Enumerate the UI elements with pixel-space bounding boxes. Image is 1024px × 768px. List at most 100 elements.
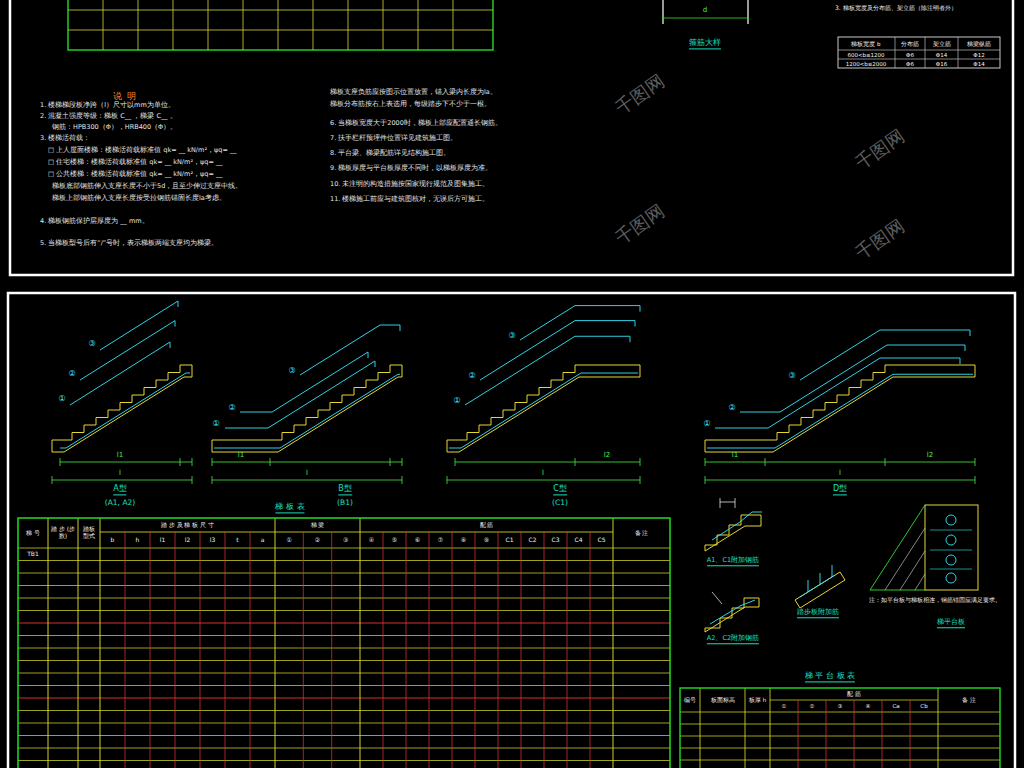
dimension-label: d — [703, 6, 707, 14]
table-cell: 板厚 h — [749, 697, 766, 703]
callout-number: ① — [703, 419, 710, 428]
table-cell: 踏 步 (步 数) — [50, 526, 76, 539]
table-cell: C2 — [528, 537, 536, 544]
table-cell: C4 — [574, 537, 582, 544]
table-cell: ① — [286, 537, 291, 544]
table-cell: a — [261, 537, 265, 544]
table-cell: 踏 步 及 梯 板 尺 寸 — [161, 522, 214, 529]
table-cell: ② — [315, 537, 320, 544]
table-cell: ⑥ — [415, 537, 420, 544]
callout-number: ② — [728, 403, 735, 412]
figure-label: 踏步板附加筋 — [797, 609, 839, 618]
type-subtitle: (B1) — [337, 499, 353, 508]
table-cell: Φ14 — [936, 51, 947, 57]
table-cell: 备 注 — [635, 530, 649, 537]
table-cell: ⑤ — [392, 537, 397, 544]
note-text: 9. 梯板厚度与平台板厚度不同时，以梯板厚度为准。 — [330, 165, 492, 172]
top-table-grid — [68, 0, 493, 50]
title-label: C型 — [553, 484, 567, 495]
callout-number: ③ — [788, 371, 795, 380]
table-cell: ⑦ — [438, 537, 443, 544]
table-cell: 配 筋 — [480, 522, 494, 529]
table-cell: 梯 号 — [26, 530, 40, 537]
note-text: 8. 平台梁、梯梁配筋详见结构施工图。 — [330, 150, 450, 157]
callout-number: ② — [68, 369, 75, 378]
table-cell: ④ — [866, 703, 871, 709]
table-cell: 1200<b≤2000 — [846, 60, 887, 66]
note-text: 1. 楼梯梯段板净跨（l）尺寸以mm为单位。 — [40, 102, 175, 109]
title-label: 梯 平 台 板 表 — [805, 671, 855, 682]
table-cell: Φ6 — [906, 60, 914, 66]
detail-figure-1 — [705, 498, 762, 551]
table-cell: ③ — [343, 537, 348, 544]
table-cell: ⑨ — [484, 537, 489, 544]
type-subtitle: (C1) — [552, 499, 568, 508]
table-cell: Φ14 — [973, 60, 984, 66]
table-cell: Φ6 — [906, 51, 914, 57]
dimension-label: l — [119, 469, 121, 477]
table-cell: 配 筋 — [847, 691, 861, 697]
table-cell: 备 注 — [962, 697, 976, 703]
table-cell: 梯梁纵筋 — [967, 40, 991, 46]
table-cell: Ca — [892, 703, 899, 709]
table-cell: ③ — [838, 703, 843, 709]
table-cell: Φ12 — [973, 51, 984, 57]
dimension-label: l — [839, 469, 841, 477]
title-label: 箍筋大样 — [689, 38, 721, 49]
table-cell: ① — [782, 703, 787, 709]
callout-number: ③ — [88, 339, 95, 348]
table-cell: Cb — [920, 703, 927, 709]
panel-frame — [10, 0, 1013, 275]
table-cell: C5 — [597, 537, 605, 544]
dimension-label: l1 — [238, 451, 244, 459]
stair-b — [212, 325, 402, 484]
note-text: 6. 当梯板宽度大于2000时，梯板上部应配置通长钢筋。 — [330, 120, 502, 127]
title-label: A型 — [113, 484, 126, 495]
note-text: □ 上人屋面楼梯：楼梯活荷载标准值 qk= __ kN/m²，ψq= __ — [48, 147, 236, 154]
callout-number: ③ — [288, 366, 295, 375]
table-cell: 注：如平台板与梯板相连，钢筋锚固应满足要求。 — [869, 597, 1001, 603]
small-table-grid — [838, 37, 1000, 68]
landing-slab-figure — [870, 505, 978, 590]
table-cell: C1 — [505, 537, 513, 544]
watermark: 千图网 — [612, 201, 668, 249]
note-text: 梯板支座负筋应按图示位置放置，锚入梁内长度为la。 — [330, 89, 497, 96]
table-cell: C3 — [551, 537, 559, 544]
landing-table-grid — [680, 688, 1000, 768]
note-text: 3. 楼梯活荷载： — [40, 135, 90, 142]
watermark: 千图网 — [852, 126, 908, 174]
callout-number: ③ — [508, 331, 515, 340]
panel-frame — [8, 293, 1015, 768]
note-text: 钢筋：HPB300（Φ），HRB400（Φ）。 — [52, 124, 177, 131]
note-text: □ 公共楼梯：楼梯活荷载标准值 qk= __ kN/m²，ψq= __ — [48, 171, 222, 178]
figure-label: A1、C1附加钢筋 — [707, 557, 759, 566]
callout-number: ① — [453, 396, 460, 405]
note-text: 11. 楼梯施工前应与建筑图核对，无误后方可施工。 — [330, 196, 489, 203]
callout-number: ② — [228, 403, 235, 412]
notes-title: 说 明 — [113, 91, 137, 101]
table-cell: h — [136, 537, 140, 544]
table-cell: 3. 梯板宽度及分布筋、架立筋（除注明者外） — [835, 5, 957, 12]
note-text: □ 住宅楼梯：楼梯活荷载标准值 qk= __ kN/m²，ψq= __ — [48, 159, 222, 166]
table-cell: 分布筋 — [901, 40, 919, 46]
table-cell: 板面标高 — [711, 697, 735, 703]
table-cell: 架立筋 — [933, 40, 951, 46]
dimension-label: l — [306, 469, 308, 477]
detail-figure-2 — [705, 592, 759, 632]
stair-c — [447, 306, 640, 484]
note-text: 5. 当梯板型号后有“/”号时，表示梯板两端支座均为梯梁。 — [40, 240, 218, 247]
stair-a — [52, 301, 192, 484]
note-text: 10. 未注明的构造措施按国家现行规范及图集施工。 — [330, 181, 489, 188]
note-text: 7. 扶手栏杆预埋件位置详见建筑施工图。 — [330, 135, 457, 142]
table-cell: Φ16 — [936, 60, 947, 66]
dimension-label: l2 — [927, 451, 933, 459]
callout-number: ② — [468, 371, 475, 380]
callout-number: ① — [212, 419, 219, 428]
table-cell: 梯 梁 — [311, 522, 325, 529]
dimension-label: l2 — [604, 451, 610, 459]
stair-d — [705, 330, 975, 484]
note-text: 梯板分布筋按右上表选用，每级踏步下不少于一根。 — [330, 101, 491, 108]
table-cell: 梯板宽度 b — [851, 40, 880, 46]
figure-label: A2、C2附加钢筋 — [707, 635, 759, 644]
